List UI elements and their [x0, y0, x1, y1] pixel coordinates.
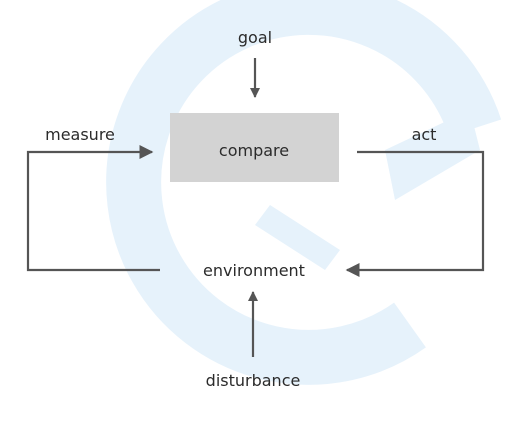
- measure-label: measure: [45, 125, 115, 144]
- act-label: act: [412, 125, 437, 144]
- disturbance-label: disturbance: [206, 371, 301, 390]
- act-path: [345, 150, 485, 277]
- compare-box: [170, 113, 339, 182]
- compare-label: compare: [219, 141, 289, 160]
- measure-path: [26, 145, 160, 272]
- environment-label: environment: [203, 261, 305, 280]
- goal-label: goal: [238, 28, 272, 47]
- feedback-loop-icon: [106, 0, 502, 385]
